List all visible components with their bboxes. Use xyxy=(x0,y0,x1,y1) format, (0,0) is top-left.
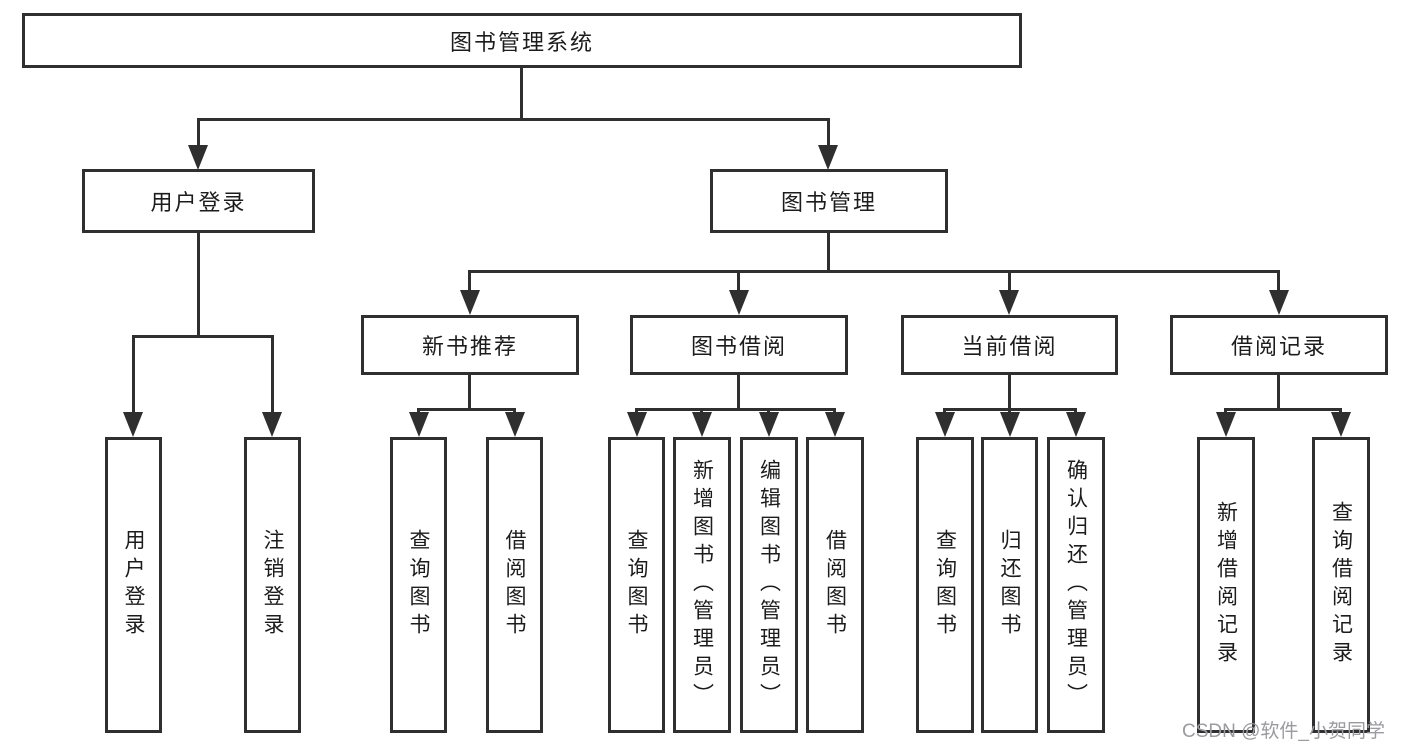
leaf-label: 归还图书 xyxy=(998,529,1021,641)
leaf-borrow-books-recommend: 借阅图书 xyxy=(486,437,543,733)
arrow-down-icon xyxy=(505,412,525,437)
arrow-down-icon xyxy=(1000,412,1020,437)
connector xyxy=(417,408,516,411)
connector xyxy=(827,233,830,272)
leaf-label: 注销登录 xyxy=(261,529,284,641)
arrow-down-icon xyxy=(1216,412,1236,437)
leaf-label: 编辑图书（管理员） xyxy=(757,459,781,711)
arrow-down-icon xyxy=(1269,290,1289,315)
node-book-borrow: 图书借阅 xyxy=(630,315,848,375)
connector xyxy=(737,270,740,293)
node-current-borrow: 当前借阅 xyxy=(901,315,1118,375)
arrow-down-icon xyxy=(692,412,712,437)
leaf-query-books-borrow: 查询图书 xyxy=(608,437,665,733)
arrow-down-icon xyxy=(935,412,955,437)
node-label: 用户登录 xyxy=(150,190,247,215)
leaf-label: 用户登录 xyxy=(122,529,145,641)
leaf-borrow-books: 借阅图书 xyxy=(806,437,864,733)
node-root-system: 图书管理系统 xyxy=(22,13,1022,68)
connector xyxy=(468,270,471,293)
node-label: 图书借阅 xyxy=(690,334,787,359)
arrow-down-icon xyxy=(1331,412,1351,437)
leaf-label: 新增图书（管理员） xyxy=(690,459,714,711)
connector xyxy=(468,375,471,410)
node-user-login: 用户登录 xyxy=(82,169,315,233)
leaf-label: 新增借阅记录 xyxy=(1214,501,1238,669)
node-label: 新书推荐 xyxy=(421,334,518,359)
arrow-down-icon xyxy=(1066,412,1086,437)
connector xyxy=(1277,375,1280,410)
leaf-query-books-recommend: 查询图书 xyxy=(390,437,447,733)
connector xyxy=(520,68,523,118)
arrow-down-icon xyxy=(188,145,208,170)
node-book-management: 图书管理 xyxy=(710,169,948,233)
node-borrow-records: 借阅记录 xyxy=(1170,315,1388,375)
arrow-down-icon xyxy=(123,412,143,437)
leaf-label: 查询图书 xyxy=(407,529,430,641)
connector xyxy=(827,118,830,148)
leaf-query-borrow-record: 查询借阅记录 xyxy=(1312,437,1370,733)
connector xyxy=(635,408,836,411)
connector xyxy=(737,375,740,410)
connector xyxy=(197,233,200,335)
connector xyxy=(1008,270,1011,293)
connector xyxy=(197,118,200,148)
leaf-query-books-current: 查询图书 xyxy=(916,437,974,733)
leaf-label: 查询图书 xyxy=(625,529,648,641)
arrow-down-icon xyxy=(999,290,1019,315)
connector xyxy=(197,118,830,121)
arrow-down-icon xyxy=(729,290,749,315)
leaf-label: 查询借阅记录 xyxy=(1329,501,1353,669)
leaf-add-books-admin: 新增图书（管理员） xyxy=(673,437,731,733)
leaf-edit-books-admin: 编辑图书（管理员） xyxy=(740,437,798,733)
node-label: 图书管理 xyxy=(780,190,877,215)
arrow-down-icon xyxy=(627,412,647,437)
connector xyxy=(1008,375,1011,410)
leaf-add-borrow-record: 新增借阅记录 xyxy=(1197,437,1255,733)
leaf-label: 查询图书 xyxy=(933,529,957,641)
connector xyxy=(271,335,274,415)
node-new-book-recommend: 新书推荐 xyxy=(361,315,579,375)
leaf-user-login: 用户登录 xyxy=(105,437,162,733)
leaf-confirm-return-admin: 确认归还（管理员） xyxy=(1047,437,1105,733)
connector xyxy=(132,335,135,415)
arrow-down-icon xyxy=(460,290,480,315)
arrow-down-icon xyxy=(825,412,845,437)
connector xyxy=(1277,270,1280,293)
leaf-label: 确认归还（管理员） xyxy=(1064,459,1088,711)
node-label: 图书管理系统 xyxy=(449,29,594,55)
connector xyxy=(132,335,274,338)
connector xyxy=(468,270,1280,273)
csdn-watermark: CSDN @软件_小贺同学 xyxy=(1182,721,1385,742)
arrow-down-icon xyxy=(759,412,779,437)
arrow-down-icon xyxy=(818,145,838,170)
arrow-down-icon xyxy=(409,412,429,437)
leaf-return-books: 归还图书 xyxy=(981,437,1038,733)
connector xyxy=(1224,408,1342,411)
node-label: 当前借阅 xyxy=(961,334,1058,359)
arrow-down-icon xyxy=(262,412,282,437)
node-label: 借阅记录 xyxy=(1230,334,1327,359)
leaf-logout: 注销登录 xyxy=(244,437,301,733)
leaf-label: 借阅图书 xyxy=(823,529,847,641)
leaf-label: 借阅图书 xyxy=(503,529,526,641)
